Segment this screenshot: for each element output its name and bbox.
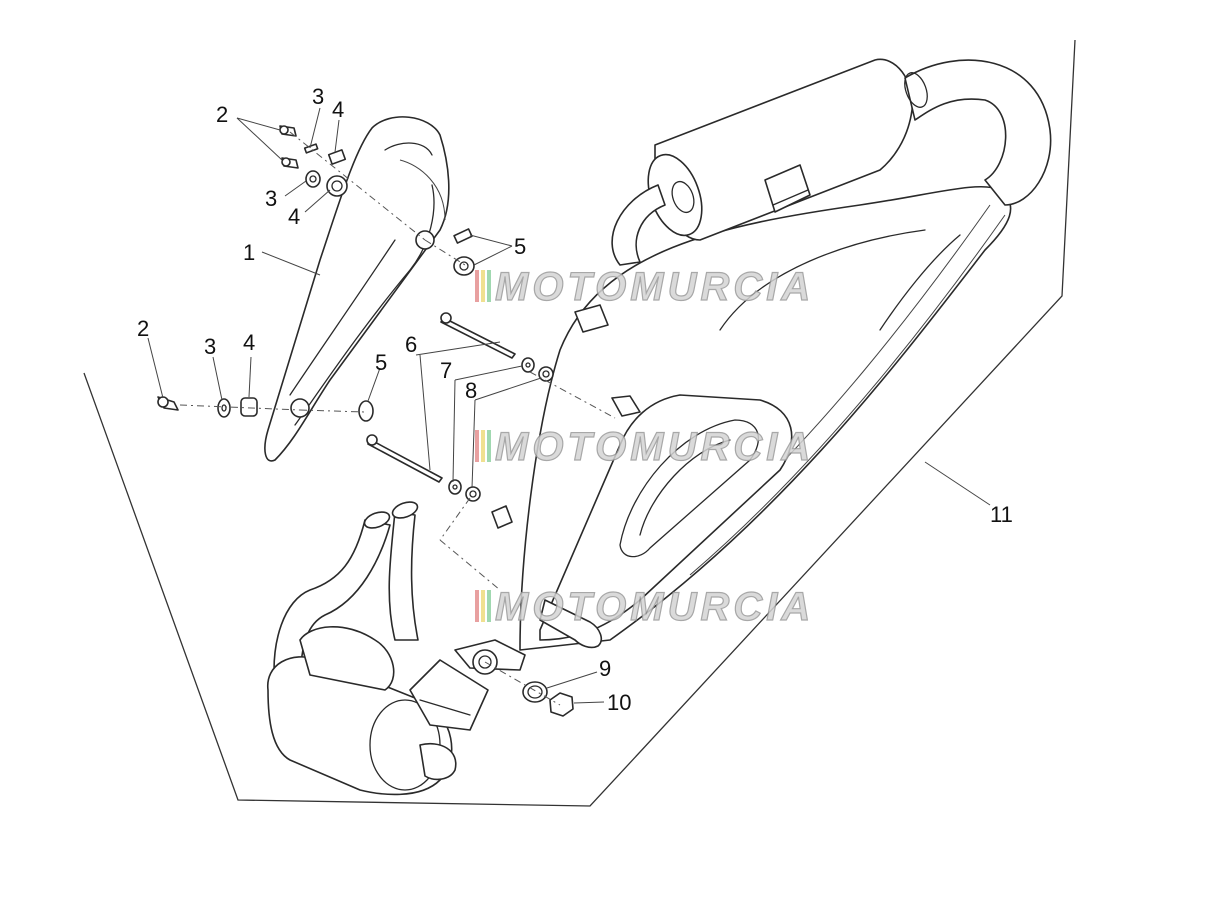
- callout-4-mid: 4: [288, 204, 300, 229]
- svg-text:MOTOMURCIA: MOTOMURCIA: [495, 425, 814, 469]
- callout-2-top: 2: [216, 102, 228, 127]
- silencer-assembly[interactable]: [491, 58, 1052, 651]
- header-pipe[interactable]: [267, 499, 526, 796]
- callout-8: 8: [465, 378, 477, 403]
- assembly-frame: [83, 39, 1076, 807]
- leader-lines: [147, 107, 991, 704]
- svg-text:MOTOMURCIA: MOTOMURCIA: [495, 585, 814, 629]
- callout-10: 10: [607, 690, 631, 715]
- callout-5-top: 5: [514, 234, 526, 259]
- callout-11: 11: [990, 502, 1013, 527]
- callout-3-mid: 3: [265, 186, 277, 211]
- callout-4-left: 4: [243, 330, 255, 355]
- callout-3-top: 3: [312, 84, 324, 109]
- heat-shield[interactable]: [264, 116, 450, 462]
- watermark-bottom: MOTOMURCIA: [475, 584, 814, 630]
- callout-4-top: 4: [332, 97, 344, 122]
- callout-labels: 2 3 4 3 4 1 5 2 3 4 5 6 7 8 9 10 11: [137, 84, 1013, 715]
- svg-text:MOTOMURCIA: MOTOMURCIA: [495, 265, 814, 309]
- callout-7: 7: [440, 358, 452, 383]
- callout-2-left: 2: [137, 316, 149, 341]
- callout-1: 1: [243, 240, 255, 265]
- callout-9: 9: [599, 656, 611, 681]
- watermark-middle: MOTOMURCIA: [475, 424, 814, 470]
- assembly-axes: [179, 131, 616, 706]
- callout-5-lower: 5: [375, 350, 387, 375]
- watermark-top: MOTOMURCIA: [475, 264, 814, 310]
- callout-6: 6: [405, 332, 417, 357]
- callout-3-left: 3: [204, 334, 216, 359]
